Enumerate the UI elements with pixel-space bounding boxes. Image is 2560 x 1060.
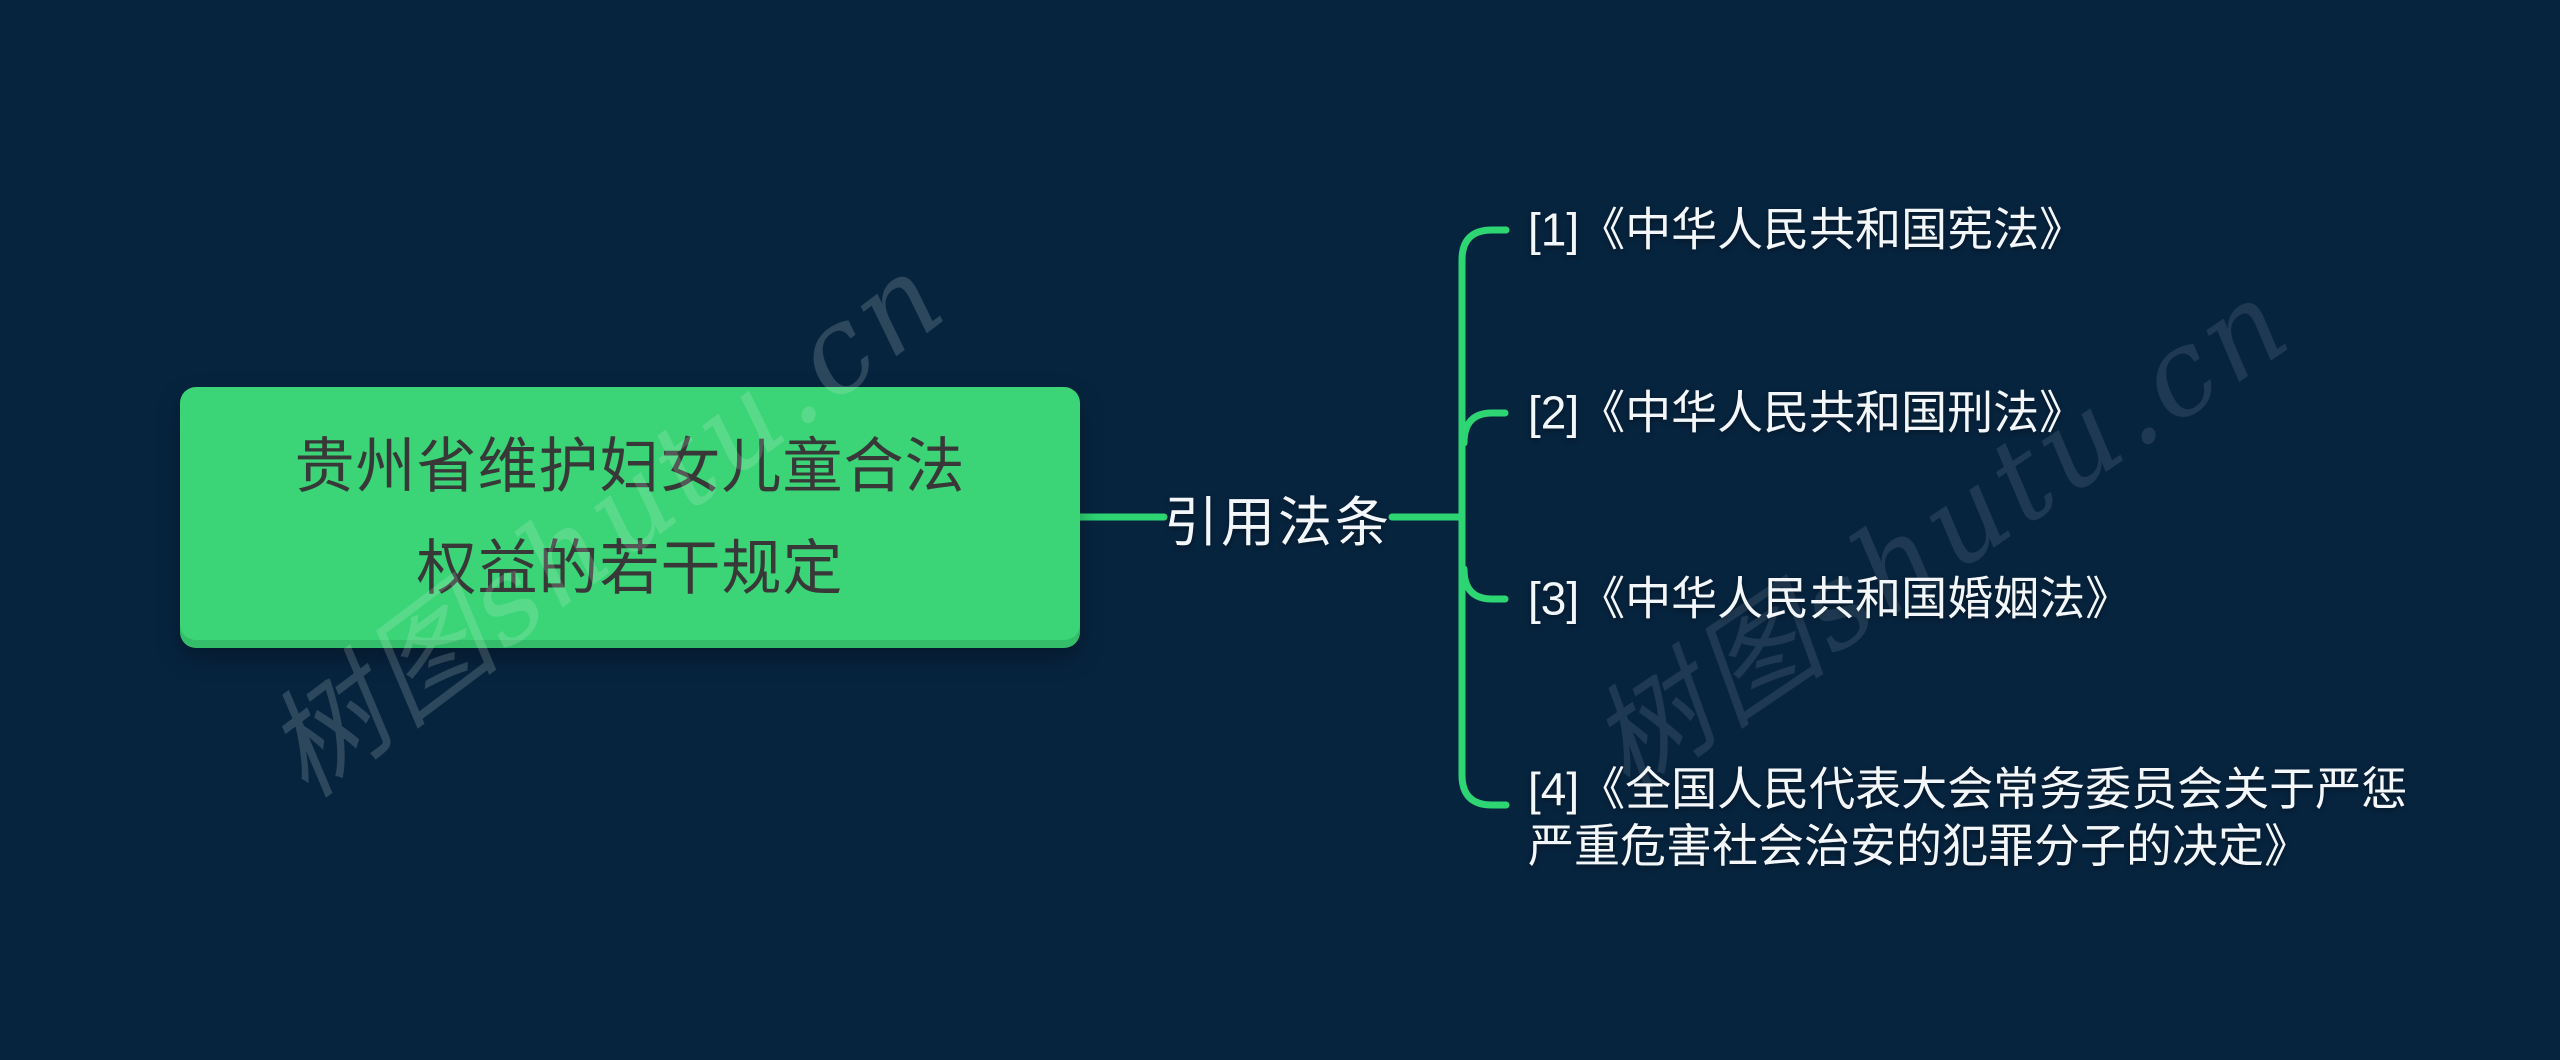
root-topic-title-line2: 权益的若干规定 (416, 534, 844, 602)
branch-item-marriage-law[interactable]: [3]《中华人民共和国婚姻法》 (1528, 572, 2132, 625)
branch-item-npc-decision-line2: 严重危害社会治安的犯罪分子的决定》 (1528, 820, 2310, 872)
branch-item-constitution[interactable]: [1]《中华人民共和国宪法》 (1528, 203, 2086, 256)
connector-trunk-bracket (1458, 226, 1510, 809)
subtopic-label-cited-laws[interactable]: 引用法条 (1164, 492, 1392, 553)
root-topic-title-line1: 贵州省维护妇女儿童合法 (294, 432, 966, 500)
root-topic-node[interactable]: 贵州省维护妇女儿童合法 权益的若干规定 (180, 387, 1080, 648)
branch-item-npc-decision[interactable]: [4]《全国人民代表大会常务委员会关于严惩 严重危害社会治安的犯罪分子的决定》 (1528, 761, 2407, 875)
connector-stub-branch-2 (1460, 409, 1509, 447)
branch-item-npc-decision-line1: [4]《全国人民代表大会常务委员会关于严惩 (1528, 763, 2408, 815)
connector-stub-branch-3 (1460, 565, 1509, 603)
branch-item-criminal-law[interactable]: [2]《中华人民共和国刑法》 (1528, 386, 2086, 439)
